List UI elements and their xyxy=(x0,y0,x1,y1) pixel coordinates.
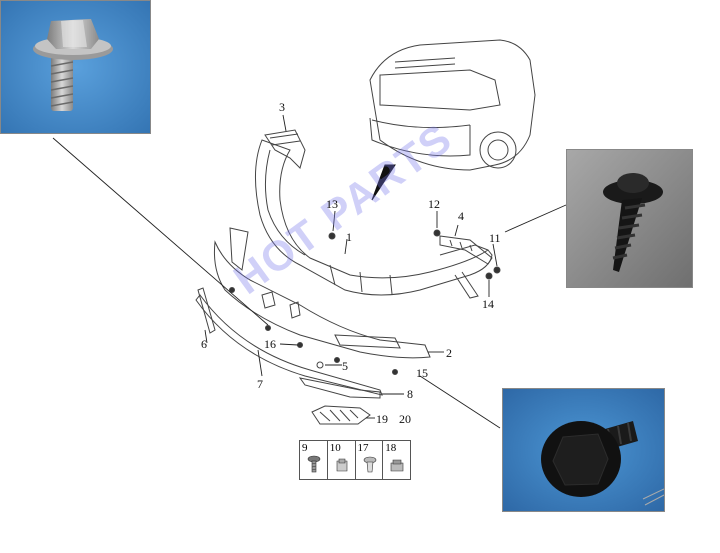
callout-6: 6 xyxy=(201,337,207,351)
lower-diffuser-outline xyxy=(214,227,431,359)
callout-1: 1 xyxy=(346,230,352,244)
callout-14: 14 xyxy=(482,297,494,311)
callout-7: 7 xyxy=(257,377,263,391)
callout-11: 11 xyxy=(489,231,501,245)
callout-16: 16 xyxy=(264,337,276,351)
bracket-4-outline xyxy=(439,235,493,265)
push-rivet-icon xyxy=(363,456,376,473)
trim-strip-6-outline xyxy=(197,287,216,334)
callout-19: 19 xyxy=(376,412,388,426)
callout-15: 15 xyxy=(416,366,428,380)
legend-cell-18: 18 xyxy=(383,441,410,479)
pointer-triangle xyxy=(371,164,396,201)
callout-8: 8 xyxy=(407,387,413,401)
skid-plate-8-outline xyxy=(298,377,381,399)
photo-black-screw-with-washer xyxy=(566,149,693,288)
legend-cell-9: 9 xyxy=(300,441,328,479)
callout-13: 13 xyxy=(326,197,338,211)
legend-cell-10: 10 xyxy=(328,441,356,479)
fastener-legend-table: 9 10 17 18 xyxy=(299,440,411,480)
lower-trim-7-outline xyxy=(195,294,383,396)
bracket-3-outline xyxy=(264,129,306,169)
speed-nut-icon xyxy=(390,459,404,472)
legend-number: 18 xyxy=(385,442,397,454)
reflector-outline xyxy=(311,405,371,425)
callout-20: 20 xyxy=(399,412,411,426)
legend-number: 9 xyxy=(302,442,308,454)
callout-2: 2 xyxy=(446,346,452,360)
photo-black-flange-bolt xyxy=(502,388,665,512)
callout-4: 4 xyxy=(458,209,464,223)
callout-3: 3 xyxy=(279,100,285,114)
screw-icon xyxy=(307,455,321,473)
legend-number: 10 xyxy=(329,442,341,454)
legend-cell-17: 17 xyxy=(356,441,384,479)
legend-number: 17 xyxy=(357,442,369,454)
photo-bolt-with-washer xyxy=(0,0,151,134)
vehicle-rear-outline xyxy=(369,39,536,171)
callout-12: 12 xyxy=(428,197,440,211)
clip-nut-icon xyxy=(336,458,348,472)
callout-5: 5 xyxy=(342,359,348,373)
bumper-cover-outline xyxy=(254,139,493,299)
